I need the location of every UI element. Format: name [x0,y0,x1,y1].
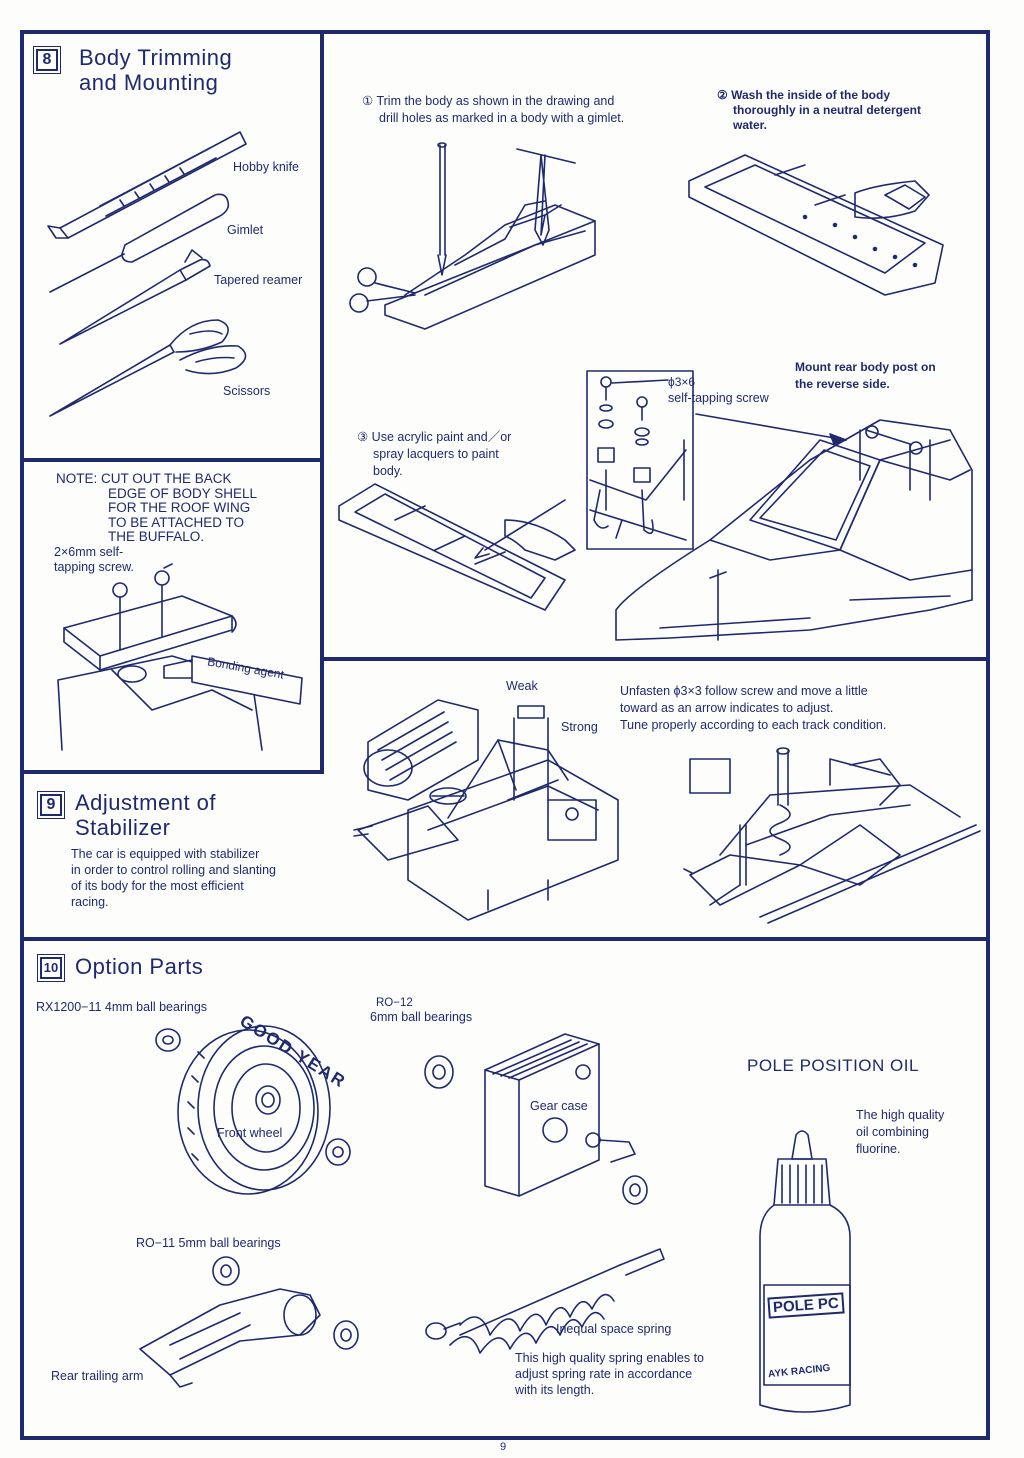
section8-title-line2: and Mounting [79,70,219,95]
spring-shock-illustration [425,1248,665,1354]
divider-left-column [320,30,324,774]
label-scissors: Scissors [223,384,271,398]
gear-case-illustration [424,1033,648,1205]
label-rx1200-bearings: RX1200−11 4mm ball bearings [36,1000,208,1014]
screw-type-label: self-tapping screw [668,391,769,405]
divider-sec10 [20,937,990,941]
label-gimlet: Gimlet [227,223,264,237]
label-weak: Weak [506,679,538,693]
step2-line2: thoroughly in a neutral detergent [733,103,922,117]
label-ro11-bearings: RO−11 5mm ball bearings [136,1236,281,1250]
section-number-10: 10 [37,954,65,982]
section-number-8: 8 [33,46,61,74]
label-front-wheel: Front wheel [217,1126,283,1140]
note-line-4: TO BE ATTACHED TO [108,515,245,530]
divider-sec8-note [20,458,324,462]
label-ro12-code: RO−12 [376,997,413,1009]
divider-upper-right [320,657,990,661]
note-screw-line2: tapping screw. [54,560,134,574]
label-tapered-reamer: Tapered reamer [214,273,303,287]
section9-instr-3: Tune properly according to each track co… [620,718,887,732]
section8-title-line1: Body Trimming [79,45,233,70]
rear-trailing-arm-illustration [139,1256,359,1388]
label-inequal-spring: Inequal space spring [556,1322,672,1336]
mounted-body-illustration [615,413,973,641]
note-line-5: THE BUFFALO. [108,529,205,544]
step3-line3: body. [373,464,403,478]
screw-detail-box [586,370,694,550]
screw-size-label: ϕ3×6 [668,375,696,389]
tools-illustration [47,131,247,417]
mount-line2: the reverse side. [795,377,890,391]
page-frame [20,30,990,1440]
front-wheel-illustration [155,1025,351,1195]
page-number: 9 [500,1441,507,1453]
label-rear-trailing-arm: Rear trailing arm [51,1369,144,1383]
spring-desc-3: with its length. [515,1383,595,1397]
oil-desc-3: fluorine. [856,1142,901,1156]
label-gear-case: Gear case [530,1099,588,1113]
section9-instr-2: toward as an arrow indicates to adjust. [620,701,834,715]
label-ro12-bearings: 6mm ball bearings [370,1010,473,1024]
step2-line1: ② Wash the inside of the body [717,88,890,102]
oil-desc-2: oil combining [856,1125,929,1139]
label-oil-title: POLE POSITION OIL [747,1056,919,1075]
section9-instr-1: Unfasten ϕ3×3 follow screw and move a li… [620,684,868,698]
section-number-9: 9 [37,791,65,819]
stabilizer-chassis-illustration [353,699,619,921]
label-strong: Strong [561,720,598,734]
note-line-3: FOR THE ROOF WING [108,500,251,515]
section9-desc-2: in order to control rolling and slanting [71,863,276,877]
section9-title-line2: Stabilizer [75,815,171,840]
mount-line1: Mount rear body post on [795,360,936,374]
step1-line2: drill holes as marked in a body with a g… [379,111,625,125]
roof-wing-illustration [57,563,303,751]
section9-title-line1: Adjustment of [75,790,217,815]
spring-desc-1: This high quality spring enables to [515,1351,705,1365]
spring-desc-2: adjust spring rate in accordance [515,1367,693,1381]
step3-line1: ③ Use acrylic paint and／or [357,430,512,444]
section9-desc-3: of its body for the most efficient [71,879,244,893]
section9-desc-4: racing. [71,895,109,909]
label-hobby-knife: Hobby knife [233,160,300,174]
section10-title: Option Parts [75,954,204,979]
stabilizer-front-illustration [683,747,981,924]
oil-bottle-illustration [759,1130,851,1413]
note-line-1: NOTE: CUT OUT THE BACK [56,471,232,486]
note-line-2: EDGE OF BODY SHELL [108,486,258,501]
paint-body-illustration [338,483,576,611]
step3-line2: spray lacquers to paint [373,447,499,461]
divider-note-sec9 [20,770,324,774]
trim-body-illustration [349,142,596,330]
note-screw-line1: 2×6mm self- [54,545,124,559]
section9-desc-1: The car is equipped with stabilizer [71,847,260,861]
wash-body-illustration [688,154,944,296]
oil-desc-1: The high quality [856,1108,945,1122]
step1-line1: ① Trim the body as shown in the drawing … [362,94,615,108]
step2-line3: water. [733,118,768,132]
